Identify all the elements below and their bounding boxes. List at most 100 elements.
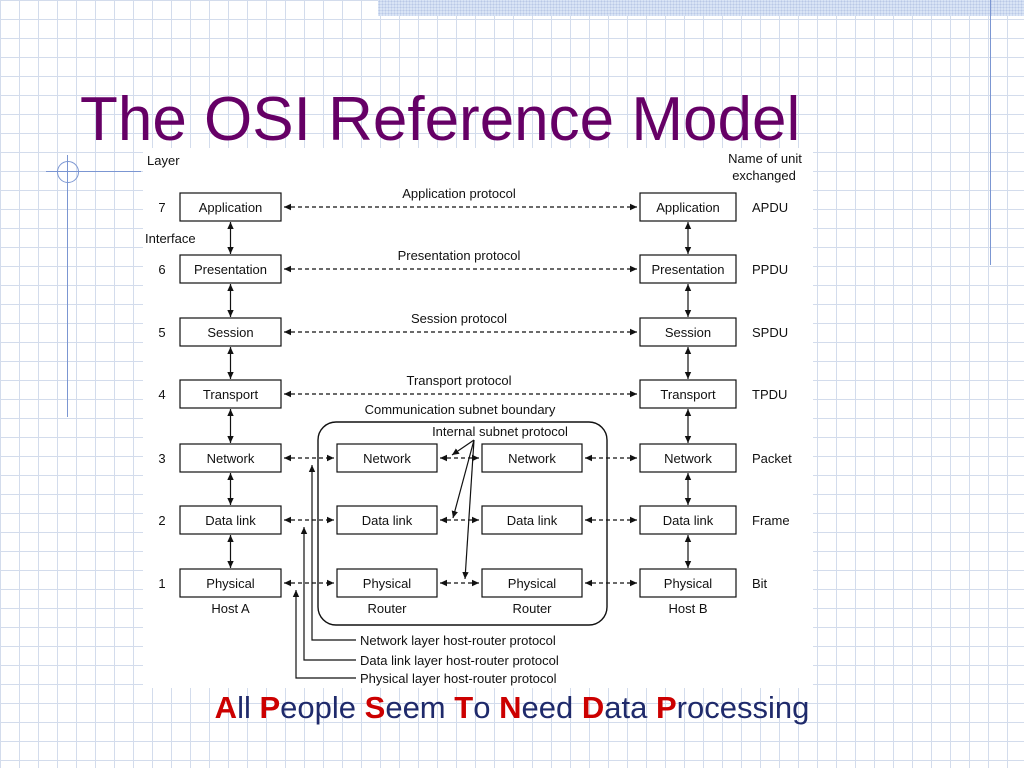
layer-6-unit: PPDU <box>752 262 788 277</box>
host-router-pointer-1 <box>308 465 356 641</box>
layer-6-host-b-box <box>639 254 737 284</box>
internal-pointer-datalink <box>451 439 475 519</box>
host-router-pointer-3 <box>292 590 356 679</box>
decorative-vertical-line-left <box>67 155 68 417</box>
layer-3-host-b-box-label: Network <box>664 451 712 466</box>
interface-label: Interface <box>145 231 196 246</box>
router1-label: Router <box>367 601 407 616</box>
host-router-protocol-label-1: Network layer host-router protocol <box>360 633 556 648</box>
layer-4-host-a-box-label: Transport <box>203 387 259 402</box>
unit-heading-line2: exchanged <box>732 168 796 183</box>
layer-2-unit: Frame <box>752 513 790 528</box>
subnet-boundary <box>317 421 608 626</box>
layer-4-host-a-box <box>179 379 282 409</box>
layer-4-protocol-label: Transport protocol <box>406 373 511 388</box>
router2-layer-1-box-label: Physical <box>508 576 557 591</box>
layer-3-host-b-box <box>639 443 737 473</box>
layer-3-unit: Packet <box>752 451 792 466</box>
layer-5-host-b-box-label: Session <box>665 325 711 340</box>
mnemonic-word: Processing <box>656 690 809 725</box>
layer-1-host-a-box <box>179 568 282 598</box>
layer-6-protocol-label: Presentation protocol <box>398 248 521 263</box>
router2-label: Router <box>512 601 552 616</box>
layer-5-number: 5 <box>158 325 165 340</box>
mnemonic-initial: T <box>454 690 474 725</box>
layer-7-host-a-box <box>179 192 282 222</box>
layer-7-host-b-box <box>639 192 737 222</box>
mnemonic-rest: eem <box>385 690 446 725</box>
internal-pointer-network <box>451 439 475 456</box>
router2-layer-1-box <box>481 568 583 598</box>
router2-layer-3-box-label: Network <box>508 451 556 466</box>
mnemonic-rest: o <box>473 690 491 725</box>
mnemonic-line: All People Seem To Need Data Processing <box>0 690 1024 726</box>
layer-7-unit: APDU <box>752 200 788 215</box>
mnemonic-word: All <box>215 690 251 725</box>
decorative-vertical-line-right <box>990 0 991 265</box>
mnemonic-word: People <box>259 690 356 725</box>
mnemonic-word: To <box>454 690 490 725</box>
mnemonic-initial: P <box>259 690 281 725</box>
decorative-horizontal-line <box>46 171 141 172</box>
mnemonic-rest: eople <box>280 690 357 725</box>
mnemonic-initial: P <box>655 690 677 725</box>
layer-6-host-a-box <box>179 254 282 284</box>
mnemonic-initial: A <box>214 690 238 725</box>
mnemonic-rest: eed <box>521 690 574 725</box>
router1-layer-2-box-label: Data link <box>362 513 413 528</box>
mnemonic-rest: ata <box>604 690 648 725</box>
layer-2-host-a-box <box>179 505 282 535</box>
layer-5-protocol-label: Session protocol <box>411 311 507 326</box>
decorative-circle-icon <box>57 161 79 183</box>
router2-layer-2-box-label: Data link <box>507 513 558 528</box>
mnemonic-word: Data <box>582 690 648 725</box>
subnet-boundary-label: Communication subnet boundary <box>365 402 556 417</box>
layer-2-host-b-box <box>639 505 737 535</box>
layer-2-number: 2 <box>158 513 165 528</box>
host-router-pointer-2 <box>300 527 356 661</box>
router1-layer-1-box <box>336 568 438 598</box>
mnemonic-initial: S <box>364 690 386 725</box>
internal-protocol-label: Internal subnet protocol <box>432 424 568 439</box>
mnemonic-initial: N <box>499 690 522 725</box>
router2-layer-3-box <box>481 443 583 473</box>
layer-7-host-a-box-label: Application <box>199 200 263 215</box>
mnemonic-word: Seem <box>365 690 446 725</box>
internal-pointer-physical <box>462 439 475 580</box>
mnemonic-rest: rocessing <box>676 690 810 725</box>
layer-3-host-a-box <box>179 443 282 473</box>
layer-6-host-a-box-label: Presentation <box>194 262 267 277</box>
host-router-protocol-label-2: Data link layer host-router protocol <box>360 653 559 668</box>
page-title: The OSI Reference Model <box>80 85 801 154</box>
layer-1-host-a-box-label: Physical <box>206 576 255 591</box>
mnemonic-word: Need <box>499 690 573 725</box>
layer-heading: Layer <box>147 153 180 168</box>
router1-layer-3-box <box>336 443 438 473</box>
router1-layer-1-box-label: Physical <box>363 576 412 591</box>
layer-4-host-b-box-label: Transport <box>660 387 716 402</box>
mnemonic-initial: D <box>581 690 605 725</box>
top-decorative-band <box>378 0 1024 16</box>
layer-5-unit: SPDU <box>752 325 788 340</box>
layer-4-host-b-box <box>639 379 737 409</box>
layer-3-host-a-box-label: Network <box>207 451 255 466</box>
router1-layer-2-box <box>336 505 438 535</box>
layer-5-host-a-box-label: Session <box>207 325 253 340</box>
host-b-label: Host B <box>668 601 707 616</box>
layer-2-host-a-box-label: Data link <box>205 513 256 528</box>
host-router-protocol-label-3: Physical layer host-router protocol <box>360 671 557 686</box>
layer-2-host-b-box-label: Data link <box>663 513 714 528</box>
router2-layer-2-box <box>481 505 583 535</box>
layer-1-unit: Bit <box>752 576 768 591</box>
diagram-background <box>143 148 813 688</box>
layer-7-number: 7 <box>158 200 165 215</box>
layer-6-number: 6 <box>158 262 165 277</box>
host-a-label: Host A <box>211 601 250 616</box>
layer-5-host-b-box <box>639 317 737 347</box>
router1-layer-3-box-label: Network <box>363 451 411 466</box>
unit-heading-line1: Name of unit <box>728 151 802 166</box>
layer-1-host-b-box-label: Physical <box>664 576 713 591</box>
layer-4-unit: TPDU <box>752 387 787 402</box>
mnemonic-rest: ll <box>237 690 251 725</box>
